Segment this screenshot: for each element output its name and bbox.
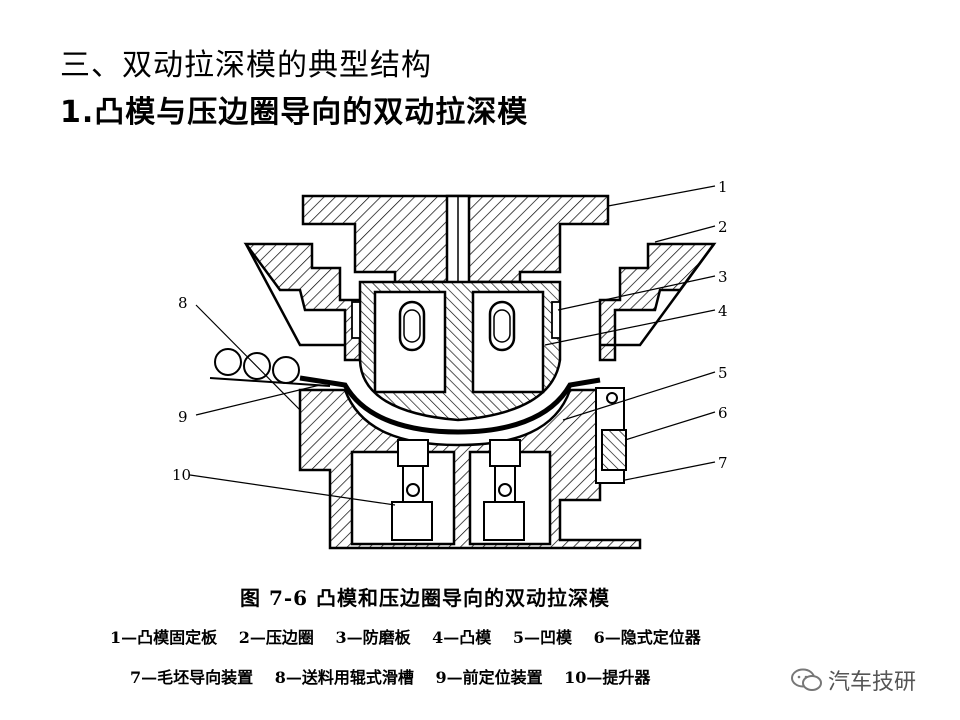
legend-item: 6—隐式定位器 (593, 628, 701, 647)
leader-lines (189, 185, 716, 506)
legend-row-1: 1—凸模固定板 2—压边圈 3—防磨板 4—凸模 5—凹模 6—隐式定位器 (110, 624, 717, 648)
label-7: 7 (718, 454, 728, 472)
drawn-part (299, 375, 601, 435)
hidden-locator (595, 387, 627, 484)
lifter (391, 439, 525, 541)
legend-item: 10—提升器 (564, 668, 651, 687)
figure-caption: 图 7-6 凸模和压边圈导向的双动拉深模 (240, 586, 611, 610)
legend-item: 2—压边圈 (238, 628, 314, 647)
legend-item: 1—凸模固定板 (110, 628, 218, 647)
legend-row-2: 7—毛坯导向装置 8—送料用辊式滑槽 9—前定位装置 10—提升器 (130, 664, 666, 688)
label-2: 2 (718, 218, 728, 236)
label-10: 10 (172, 466, 191, 484)
legend-item: 5—凹模 (512, 628, 573, 647)
punch (358, 280, 562, 422)
label-4: 4 (718, 302, 728, 320)
label-3: 3 (718, 268, 728, 286)
label-1: 1 (718, 178, 728, 196)
legend-item: 9—前定位装置 (435, 668, 543, 687)
legend-item: 8—送料用辊式滑槽 (274, 668, 414, 687)
legend-item: 7—毛坯导向装置 (130, 668, 254, 687)
label-6: 6 (718, 404, 728, 422)
watermark: 汽车技研 (790, 664, 916, 696)
wear-plates (351, 301, 561, 339)
wechat-icon (791, 668, 822, 691)
label-9: 9 (178, 408, 188, 426)
slide-subheading: 1.凸模与压边圈导向的双动拉深模 (60, 95, 529, 130)
legend-item: 4—凸模 (432, 628, 492, 647)
label-5: 5 (718, 364, 728, 382)
watermark-text: 汽车技研 (828, 670, 917, 695)
blank-holder (243, 242, 717, 362)
slide-heading: 三、双动拉深模的典型结构 (60, 48, 432, 83)
legend-item: 3—防磨板 (335, 628, 411, 647)
label-8: 8 (178, 294, 188, 312)
